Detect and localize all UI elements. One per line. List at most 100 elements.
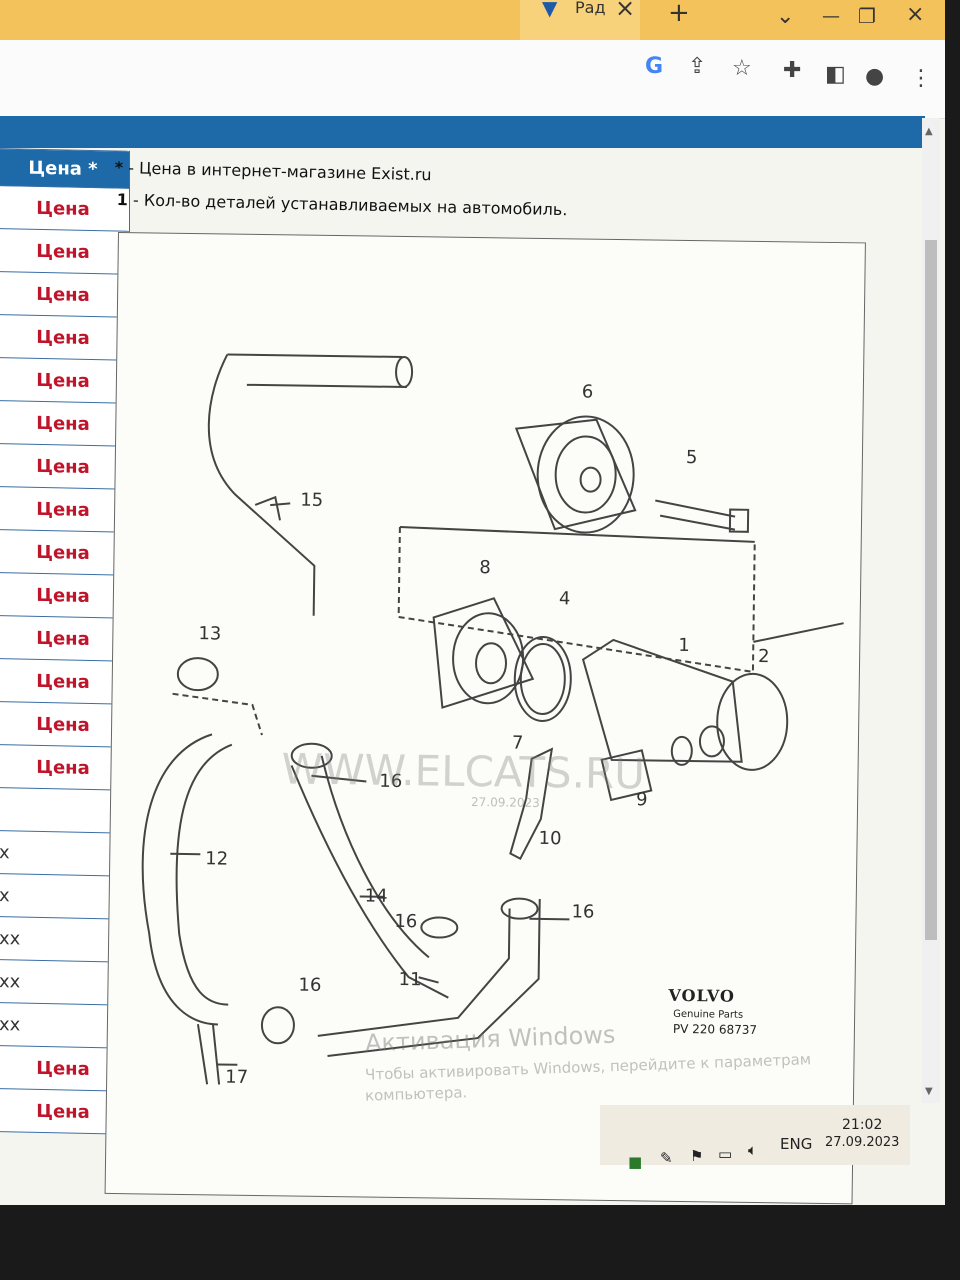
star-icon[interactable]: ☆ <box>732 56 752 81</box>
housing-9-port <box>452 612 525 705</box>
nipple-17 <box>196 1024 221 1085</box>
gasket-5-inner <box>519 642 566 715</box>
part-number-13: 13 <box>198 623 221 644</box>
scroll-up-icon[interactable]: ▲ <box>925 126 933 137</box>
language-indicator[interactable]: ENG <box>780 1135 813 1153</box>
part-number-6: 10 <box>538 828 561 849</box>
price-cell-link[interactable]: Цена <box>0 185 130 232</box>
screen: ▼ Рад × + ⌄ — ❐ × G ⇪ ☆ ✚ ◧ ● ⋮ ▲ ▼ Цена… <box>0 0 945 1205</box>
leader-lines <box>170 502 570 1066</box>
bracket-6 <box>509 747 554 861</box>
price-cell-link[interactable]: Цена <box>0 443 130 490</box>
price-row: Цена <box>0 357 130 404</box>
part-number-14: 14 <box>365 886 388 907</box>
new-tab-button[interactable]: + <box>668 0 690 28</box>
display-icon[interactable]: ▭ <box>718 1145 733 1163</box>
plug-2 <box>600 749 653 802</box>
windows-activation-line2: компьютера. <box>364 1083 468 1105</box>
union-dashes <box>172 692 263 736</box>
scroll-down-icon[interactable]: ▼ <box>925 1086 933 1097</box>
clamp-15 <box>254 495 281 521</box>
note-quantity-text: - Кол-во деталей устанавливаемых на авто… <box>132 190 568 220</box>
network-icon[interactable]: ⚑ <box>690 1147 704 1165</box>
price-cell-link[interactable]: Цена <box>0 615 130 662</box>
part-number-12: 12 <box>205 848 228 869</box>
part-number-16-a: 16 <box>379 771 402 792</box>
elcats-watermark: WWW.ELCATS.RU <box>281 744 645 798</box>
price-cell-link[interactable]: Цена <box>0 271 130 318</box>
price-cell-link[interactable]: Цена <box>0 314 130 361</box>
note-quantity: 1 - Кол-во деталей устанавливаемых на ав… <box>117 190 568 219</box>
price-row: Цена <box>0 572 130 619</box>
bolt-8 <box>655 499 736 531</box>
housing-9 <box>432 597 535 709</box>
tab-list-dropdown[interactable]: ⌄ <box>776 4 795 29</box>
price-cell-link[interactable]: Цена <box>0 658 130 705</box>
note-mark-one: 1 <box>116 190 129 210</box>
price-cell-link[interactable]: Цена <box>0 572 130 619</box>
part-number-10: 6 <box>582 381 594 402</box>
nvidia-icon[interactable]: ■ <box>628 1153 643 1171</box>
parts-diagram: 6 5 15 8 4 1 2 13 7 16 9 10 12 14 16 16 … <box>104 232 866 1205</box>
price-row: Цена <box>0 185 130 232</box>
clamp-16-c <box>500 897 539 920</box>
system-tray: ■ ✎ ⚑ ▭ 🔈︎ ENG 21:02 27.09.2023 <box>600 1105 910 1171</box>
maximize-button[interactable]: ❐ <box>858 4 876 28</box>
price-row: Цена <box>0 314 130 361</box>
tray-app-icon[interactable]: ✎ <box>660 1149 673 1167</box>
housing-9-inner <box>475 642 508 685</box>
filter-ring <box>554 435 617 514</box>
share-icon[interactable]: ⇪ <box>688 54 707 79</box>
gasket-5 <box>513 635 572 722</box>
price-row: Цена <box>0 443 130 490</box>
hose-12-outer <box>175 743 233 1006</box>
profile-icon[interactable]: ● <box>865 64 885 89</box>
note-exist-text: - Цена в интернет-магазине Exist.ru <box>128 158 432 185</box>
pulley-hub <box>698 725 725 758</box>
price-cell-link[interactable]: Цена <box>0 486 130 533</box>
scrollbar-thumb[interactable] <box>925 240 937 940</box>
browser-tab[interactable]: ▼ Рад × <box>520 0 640 40</box>
price-header: Цена * <box>0 148 130 189</box>
volume-icon[interactable]: 🔈︎ <box>748 1141 758 1159</box>
washer <box>670 735 693 766</box>
part-code: PV 220 68737 <box>673 1022 757 1037</box>
filter-center <box>579 466 602 493</box>
clock-time[interactable]: 21:02 <box>842 1117 883 1133</box>
tab-close-button[interactable]: × <box>615 0 636 22</box>
menu-icon[interactable]: ⋮ <box>910 66 932 91</box>
part-number-11: 11 <box>398 969 421 990</box>
google-icon[interactable]: G <box>645 54 664 79</box>
pipe-4 <box>753 622 844 643</box>
clamp-16-d <box>260 1006 295 1045</box>
hose-14 <box>290 765 449 999</box>
price-cell-link[interactable]: Цена <box>0 529 130 576</box>
hose-11-outer <box>327 898 541 1057</box>
price-cell-link[interactable]: Цена <box>0 228 130 275</box>
note-exist-price: * - Цена в интернет-магазине Exist.ru <box>115 158 432 184</box>
bracket-line <box>399 525 755 543</box>
price-row: Цена <box>0 400 130 447</box>
part-number-7: 7 <box>512 733 524 754</box>
dashed-bracket <box>397 526 756 674</box>
site-header-bar <box>0 116 925 148</box>
minimize-button[interactable]: — <box>822 6 840 27</box>
price-row: Цена <box>0 228 130 275</box>
tab-favicon: ▼ <box>542 0 558 20</box>
part-number-8: 5 <box>686 447 698 468</box>
browser-toolbar: G ⇪ ☆ ✚ ◧ ● ⋮ <box>0 40 945 119</box>
clock-date[interactable]: 27.09.2023 <box>825 1135 900 1150</box>
hose-12 <box>141 733 218 1026</box>
part-number-15: 15 <box>300 490 323 511</box>
part-number-16-d: 16 <box>298 975 321 996</box>
sidebar-icon[interactable]: ◧ <box>825 62 846 87</box>
part-number-4: 2 <box>758 646 770 667</box>
price-cell-link[interactable]: Цена <box>0 400 130 447</box>
clamp-16-a <box>290 742 333 769</box>
body-1 <box>581 638 743 763</box>
price-row: Цена <box>0 486 130 533</box>
part-number-2: 9 <box>636 789 648 810</box>
close-window-button[interactable]: × <box>906 2 925 27</box>
extensions-icon[interactable]: ✚ <box>783 58 802 83</box>
price-cell-link[interactable]: Цена <box>0 357 130 404</box>
